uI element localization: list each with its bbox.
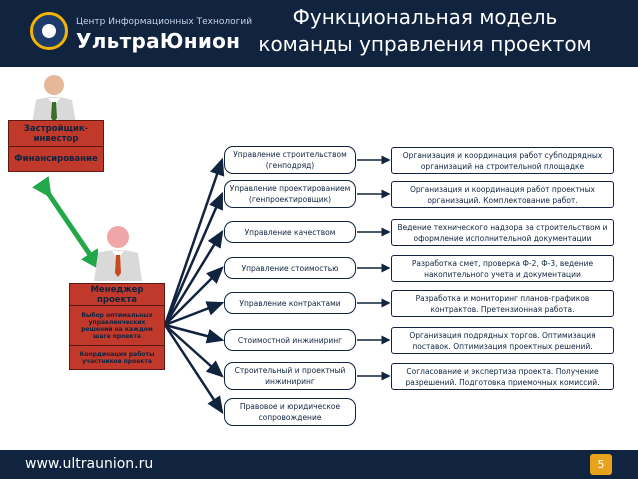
manager-avatar-icon	[94, 226, 142, 281]
footer-bar: www.ultraunion.ru 5	[0, 450, 638, 479]
manager-name: Менеджер проекта	[70, 284, 164, 306]
result-box-1: Организация и координация работ субподря…	[391, 147, 614, 174]
result-box-3: Ведение технического надзора за строител…	[391, 219, 614, 246]
function-box-7: Строительный и проектный инжиниринг	[224, 362, 356, 390]
slide-title: Функциональная модель команды управления…	[215, 4, 635, 58]
function-box-1: Управление строительством (генподряд)	[224, 146, 356, 174]
result-box-5: Разработка и мониторинг планов-графиков …	[391, 290, 614, 317]
function-box-8: Правовое и юридическое сопровождение	[224, 398, 356, 426]
logo-subtitle: Центр Информационных Технологий	[76, 17, 253, 27]
manager-task-2: Координация работы участников проекта	[79, 350, 155, 365]
result-arrows	[357, 155, 391, 381]
fan-arrows	[163, 157, 225, 415]
page-number: 5	[590, 454, 612, 475]
function-box-5: Управление контрактами	[224, 292, 356, 314]
result-box-4: Разработка смет, проверка Ф-2, Ф-3, веде…	[391, 255, 614, 282]
title-line-2: команды управления проектом	[258, 32, 592, 56]
header-bar: Центр Информационных Технологий УльтраЮн…	[0, 0, 638, 67]
result-box-2: Организация и координация работ проектны…	[391, 181, 614, 208]
relation-arrow	[32, 176, 101, 271]
function-box-4: Управление стоимостью	[224, 257, 356, 279]
title-line-1: Функциональная модель	[292, 5, 558, 29]
manager-role-block: Менеджер проекта Выбор оптимальных управ…	[69, 283, 165, 370]
function-box-6: Стоимостной инжиниринг	[224, 329, 356, 351]
logo-name: УльтраЮнион	[76, 29, 241, 53]
investor-name: Застройщик-инвестор	[9, 121, 103, 147]
logo-icon	[30, 12, 68, 50]
investor-role-block: Застройщик-инвестор Финансирование	[8, 120, 104, 172]
manager-task-1: Выбор оптимальных управленческих решений…	[70, 306, 164, 346]
investor-avatar-icon	[32, 75, 76, 124]
result-box-6: Организация подрядных торгов. Оптимизаци…	[391, 327, 614, 354]
investor-role: Финансирование	[14, 154, 98, 164]
footer-url[interactable]: www.ultraunion.ru	[25, 456, 154, 472]
function-box-3: Управление качеством	[224, 221, 356, 243]
result-box-7: Согласование и экспертиза проекта. Получ…	[391, 363, 614, 390]
function-box-2: Управление проектированием (генпроектиро…	[224, 180, 356, 208]
